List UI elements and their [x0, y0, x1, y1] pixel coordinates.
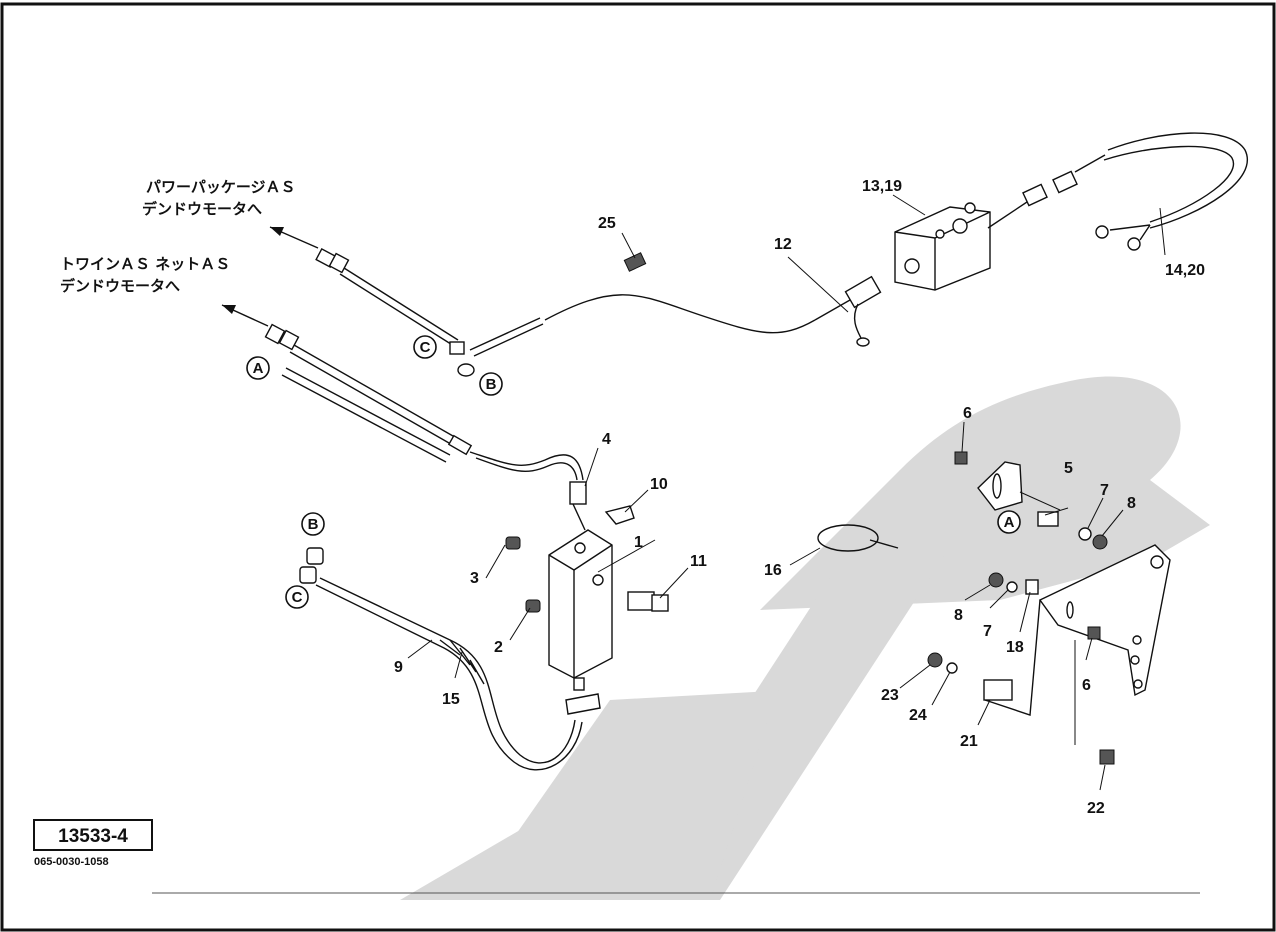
connector-a-left: A — [246, 356, 270, 380]
callout-25: 25 — [598, 215, 616, 232]
callout-4: 4 — [602, 431, 611, 448]
connector-c-upper: C — [413, 335, 437, 359]
callout-5: 5 — [1064, 460, 1073, 477]
callout-15: 15 — [442, 691, 460, 708]
part-10-clip — [604, 505, 635, 525]
figure-subcode: 065-0030-1058 — [34, 856, 109, 868]
part-12-plug — [814, 275, 882, 347]
callout-6-lower: 6 — [1082, 677, 1091, 694]
callout-14-20: 14,20 — [1165, 262, 1205, 279]
twine-net-note: トワインＡＳ ネットＡＳ デンドウモータへ — [60, 255, 230, 295]
part-9-harness — [299, 547, 583, 771]
arrowhead-1 — [270, 227, 284, 236]
callout-7-upper: 7 — [1100, 482, 1109, 499]
callout-12: 12 — [774, 236, 792, 253]
part-1-valve-block — [548, 503, 613, 715]
callout-7-lower: 7 — [983, 623, 992, 640]
callout-11: 11 — [690, 553, 707, 570]
callout-24: 24 — [909, 707, 927, 724]
part-11-switch — [627, 591, 669, 612]
part-16-cable-tie — [817, 524, 899, 552]
callout-22: 22 — [1087, 800, 1105, 817]
connector-a-right: A — [997, 510, 1021, 534]
figure-code-box: 13533-4 065-0030-1058 — [33, 819, 153, 868]
power-package-line2: デンドウモータへ — [142, 200, 262, 218]
arrowhead-2 — [222, 305, 236, 314]
power-package-line1: パワーパッケージＡＳ — [146, 178, 296, 196]
connector-badges: A B C B C A — [246, 335, 1021, 609]
callout-9: 9 — [394, 659, 403, 676]
callout-10: 10 — [650, 476, 668, 493]
part-6-bolt-upper — [954, 451, 968, 465]
part-5-switch — [1037, 511, 1059, 527]
callout-6-upper: 6 — [963, 405, 972, 422]
connector-b-upper: B — [479, 372, 503, 396]
callout-3: 3 — [470, 570, 479, 587]
harness-lower — [264, 323, 587, 505]
connector-b-lower: B — [301, 512, 325, 536]
callout-labels: 1 2 3 4 5 6 6 7 7 8 8 9 10 11 12 13,19 1… — [394, 178, 1205, 817]
part-13-control-box — [894, 154, 1106, 291]
callout-8-upper: 8 — [1127, 495, 1136, 512]
leader-lines — [407, 194, 1166, 791]
part-3-plug — [505, 536, 521, 550]
watermark — [400, 376, 1210, 900]
callout-18: 18 — [1006, 639, 1024, 656]
callout-1: 1 — [634, 534, 643, 551]
connector-c-lower: C — [285, 585, 309, 609]
svg-text:C: C — [292, 589, 303, 606]
power-package-note: パワーパッケージＡＳ デンドウモータへ — [142, 178, 296, 218]
callout-8-lower: 8 — [954, 607, 963, 624]
twine-net-line2: デンドウモータへ — [60, 277, 180, 295]
callout-23: 23 — [881, 687, 899, 704]
harness-upper — [315, 247, 816, 377]
bracket-assembly — [927, 451, 1171, 765]
callout-2: 2 — [494, 639, 503, 656]
callout-21: 21 — [960, 733, 978, 750]
svg-text:C: C — [420, 339, 431, 356]
svg-text:A: A — [253, 360, 264, 377]
svg-text:A: A — [1004, 514, 1015, 531]
part-15-protector — [439, 639, 485, 685]
part-14-cable — [1095, 132, 1248, 251]
callout-16: 16 — [764, 562, 782, 579]
svg-text:B: B — [308, 516, 319, 533]
callout-13-19: 13,19 — [862, 178, 902, 195]
part-25-clip — [623, 252, 647, 272]
twine-net-line1: トワインＡＳ ネットＡＳ — [60, 255, 230, 273]
svg-text:B: B — [486, 376, 497, 393]
figure-code: 13533-4 — [58, 826, 128, 847]
